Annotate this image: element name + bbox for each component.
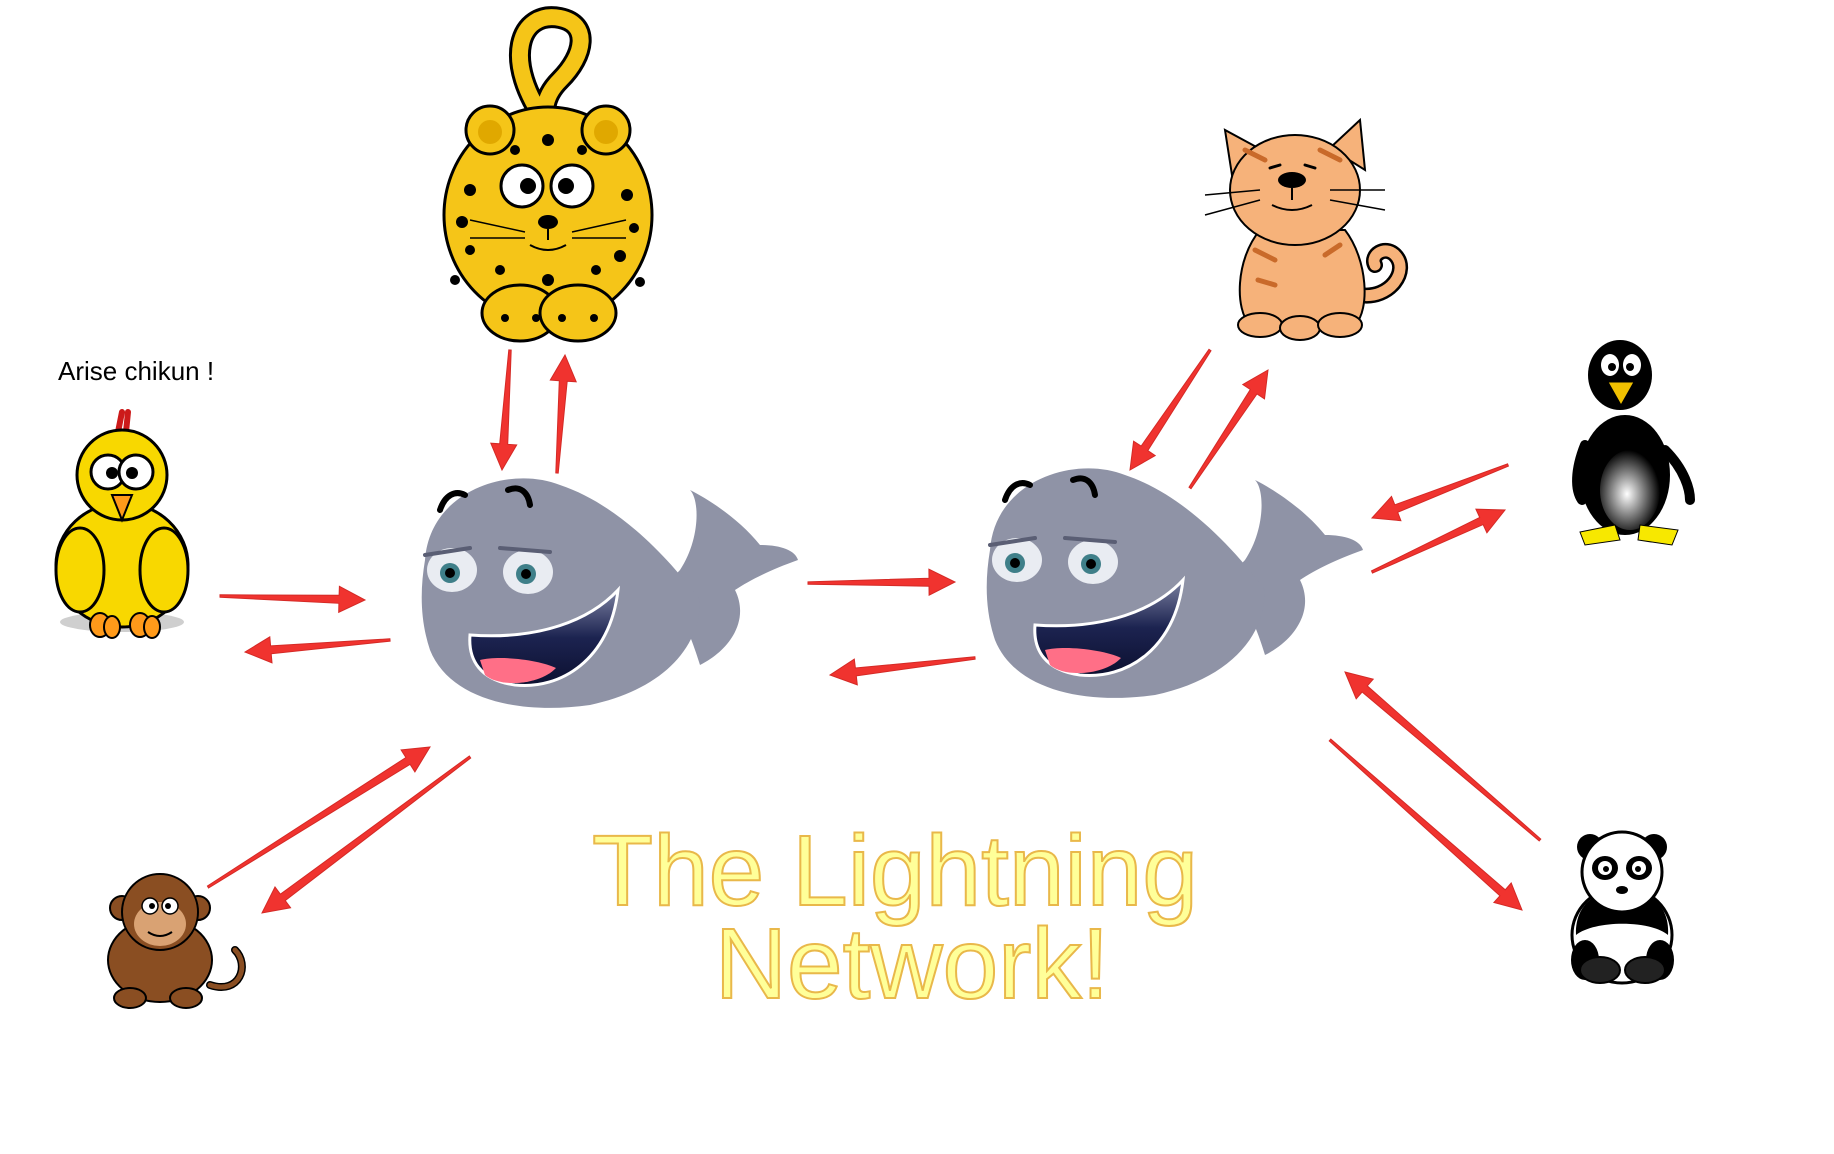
chicken-icon: [54, 409, 190, 639]
panda-to-whale-arrow: [1344, 671, 1542, 842]
whale-to-cat-arrow: [1188, 369, 1269, 490]
whale-to-penguin-arrow: [1370, 508, 1507, 574]
leopard-icon: [442, 6, 654, 343]
whale-to-leopard-arrow: [549, 353, 577, 474]
title-line-2: Network!: [715, 908, 1110, 1020]
caption-arise-chikun: Arise chikun !: [58, 356, 215, 386]
channel-arrows: [206, 348, 1542, 914]
monkey-to-whale-arrow: [206, 746, 431, 889]
chicken-to-whale-arrow: [219, 585, 367, 614]
whale-right-icon: [986, 468, 1363, 698]
whale-to-panda-arrow: [1328, 738, 1523, 911]
cat-to-whale-arrow: [1129, 348, 1212, 471]
title-line-1: The Lightning: [592, 815, 1198, 927]
penguin-to-whale-arrow: [1370, 463, 1510, 522]
penguin-icon: [1572, 340, 1695, 546]
monkey-icon: [107, 873, 246, 1009]
panda-icon: [1570, 830, 1674, 985]
cat-icon: [1204, 117, 1408, 341]
diagram-title: The Lightning Network!: [591, 814, 1199, 1021]
whale-to-chicken-arrow: [243, 636, 391, 664]
whale-right-to-left-arrow: [828, 656, 976, 686]
whale-to-monkey-arrow: [261, 755, 472, 914]
whale-left-to-right-arrow: [807, 568, 957, 597]
whale-left-icon: [421, 478, 798, 708]
leopard-to-whale-arrow: [490, 349, 518, 472]
